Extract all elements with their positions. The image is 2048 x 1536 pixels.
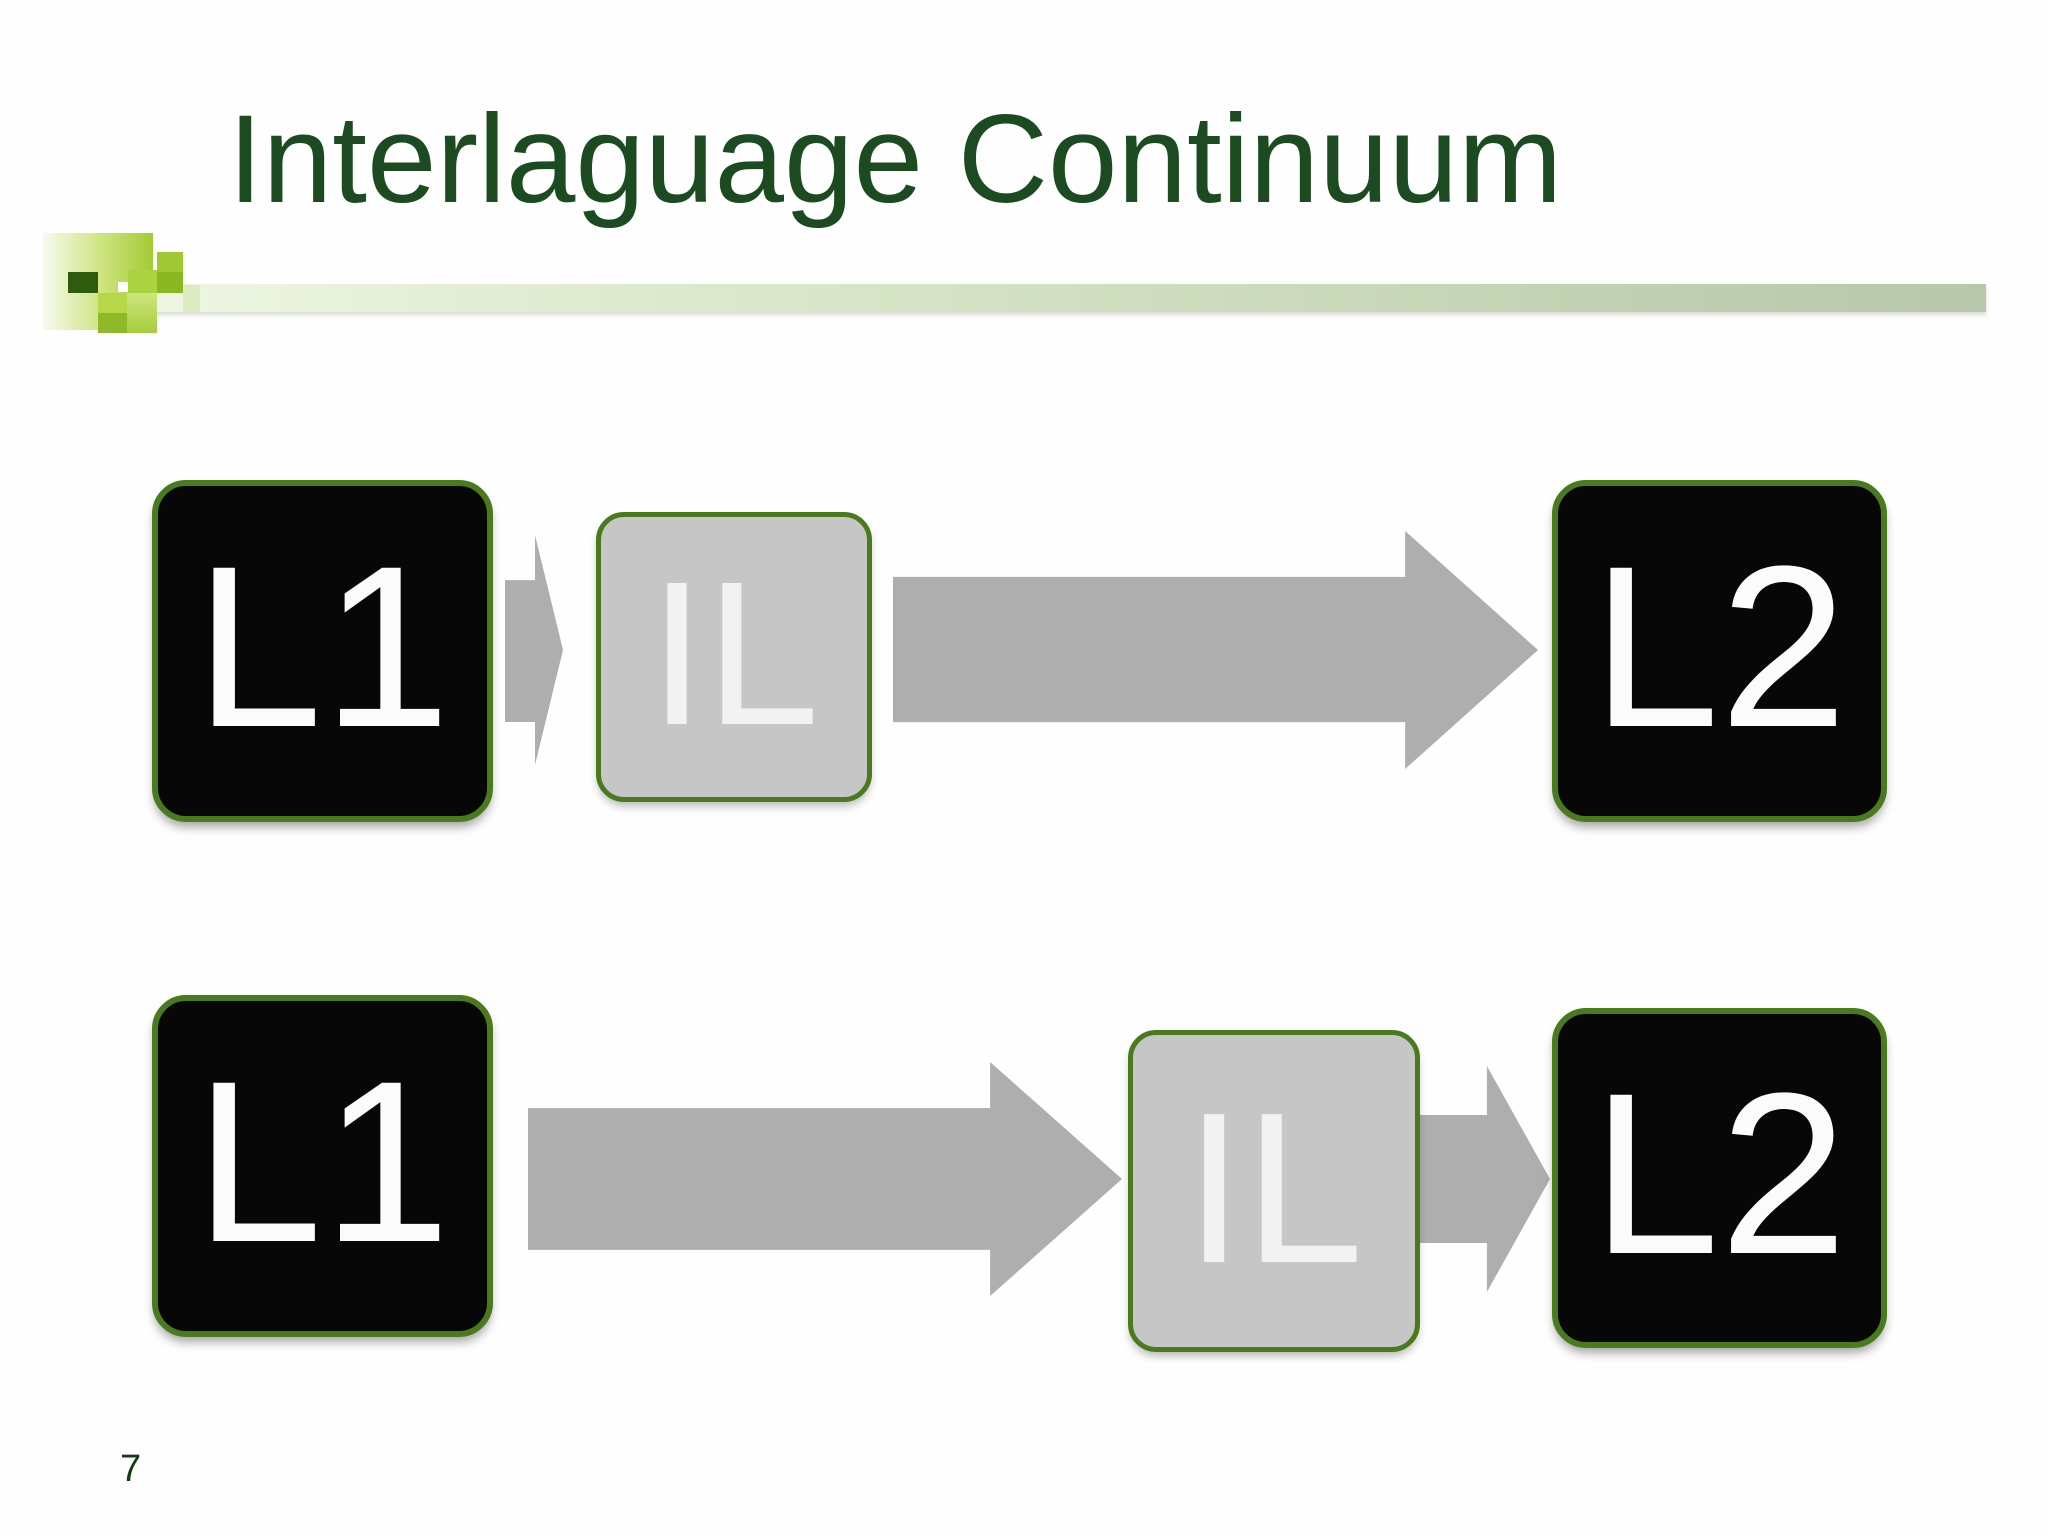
row2-long-right-arrow-shape [528, 1062, 1122, 1296]
row2-l2-label: L2 [1591, 1045, 1848, 1302]
row2-il-box: IL [1128, 1030, 1420, 1352]
deco-square-dark [68, 272, 98, 293]
row1-l1-label: L1 [194, 518, 451, 775]
page-number: 7 [120, 1448, 142, 1490]
row2-l1-label: L1 [194, 1033, 451, 1290]
row2-short-right-arrow-shape [1412, 1066, 1550, 1292]
deco-square [183, 285, 200, 312]
deco-square [128, 270, 157, 293]
row1-l2-box: L2 [1552, 480, 1887, 822]
row1-il-label: IL [648, 538, 820, 768]
row2-il-label: IL [1184, 1066, 1364, 1308]
deco-square-white [118, 282, 128, 292]
row1-short-right-arrow-shape [505, 535, 563, 765]
deco-square [157, 252, 183, 272]
row2-l2-box: L2 [1552, 1008, 1887, 1348]
row1-l2-label: L2 [1591, 518, 1848, 775]
row1-long-right-arrow-shape [893, 531, 1538, 769]
title-underline-bar [150, 284, 1986, 312]
row2-l1-box: L1 [152, 995, 493, 1337]
row1-il-box: IL [596, 512, 872, 802]
deco-square [98, 313, 127, 333]
deco-square [127, 293, 157, 333]
row1-l1-box: L1 [152, 480, 493, 822]
deco-square [98, 293, 127, 313]
page-title: Interlaguage Continuum [228, 90, 1563, 229]
deco-square [157, 272, 183, 293]
